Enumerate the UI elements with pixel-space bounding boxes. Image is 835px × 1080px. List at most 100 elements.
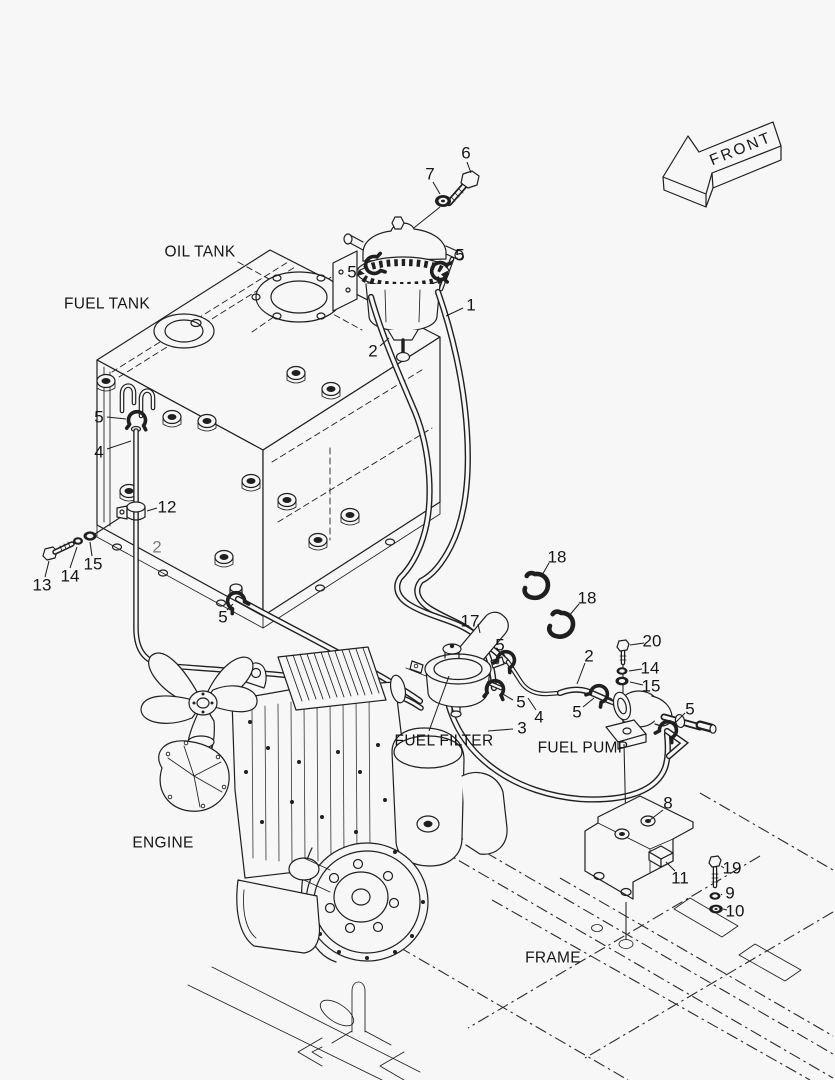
hose-clips bbox=[124, 251, 679, 745]
callout-5: 5 bbox=[347, 263, 356, 282]
callout-leader-2 bbox=[379, 337, 390, 347]
label-oil-tank: OIL TANK bbox=[164, 244, 235, 261]
tank-filler-neck bbox=[153, 313, 215, 349]
callout-leader-17 bbox=[477, 623, 481, 634]
callout-8: 8 bbox=[663, 794, 672, 813]
callout-leader-15 bbox=[629, 681, 644, 686]
callout-2: 2 bbox=[152, 538, 161, 557]
callout-leader-3 bbox=[487, 728, 514, 732]
label-frame: FRAME bbox=[525, 950, 581, 967]
callout-leader-14 bbox=[628, 668, 643, 672]
washer-14-right bbox=[616, 667, 628, 675]
cooling-fan bbox=[140, 652, 258, 767]
snap-clips-18 bbox=[522, 570, 576, 639]
callout-leader-6 bbox=[466, 161, 472, 174]
bracket-art bbox=[584, 795, 723, 914]
washer-14-left bbox=[73, 537, 83, 545]
callout-5: 5 bbox=[516, 693, 525, 712]
callout-5: 5 bbox=[495, 636, 504, 655]
label-fuel-tank: FUEL TANK bbox=[64, 296, 150, 313]
timing-cover bbox=[158, 740, 230, 812]
tank-j-pipes bbox=[119, 383, 156, 419]
pad-11 bbox=[648, 845, 674, 868]
tube-4-bent bbox=[505, 659, 563, 697]
hose-2 bbox=[367, 293, 510, 665]
fuel-pump-art bbox=[603, 639, 717, 949]
callout-19: 19 bbox=[723, 859, 742, 878]
bolt-13 bbox=[42, 541, 75, 561]
callout-6: 6 bbox=[461, 144, 470, 163]
bolt-6 bbox=[445, 170, 480, 207]
callout-leader-12 bbox=[146, 507, 158, 512]
callout-15: 15 bbox=[642, 677, 661, 696]
callout-9: 9 bbox=[725, 884, 734, 903]
left-fasteners-art bbox=[42, 512, 128, 561]
callout-5: 5 bbox=[572, 703, 581, 722]
callout-leader-4 bbox=[527, 697, 537, 711]
callout-leader-15 bbox=[89, 541, 93, 557]
hose-2-end bbox=[556, 686, 614, 705]
callout-5: 5 bbox=[218, 608, 227, 627]
callout-12: 12 bbox=[158, 498, 177, 517]
callout-leader-18 bbox=[540, 562, 550, 578]
callout-5: 5 bbox=[94, 408, 103, 427]
callout-leader-5 bbox=[673, 712, 686, 725]
front-direction-arrow bbox=[662, 121, 782, 208]
callout-13: 13 bbox=[33, 576, 52, 595]
callout-leader-5 bbox=[582, 697, 595, 708]
label-fuel-filter: FUEL FILTER bbox=[395, 733, 494, 750]
callout-17: 17 bbox=[461, 612, 480, 631]
callout-4: 4 bbox=[534, 708, 543, 727]
callout-2: 2 bbox=[584, 647, 593, 666]
washer-15-right bbox=[615, 676, 629, 686]
callout-10: 10 bbox=[726, 902, 745, 921]
callout-leader-5 bbox=[501, 651, 506, 657]
callout-leader-1 bbox=[445, 307, 464, 317]
muffler bbox=[391, 727, 465, 867]
callout-4: 4 bbox=[94, 443, 103, 462]
flywheel bbox=[301, 842, 429, 963]
callout-7: 7 bbox=[425, 165, 434, 184]
fuel-filter-art bbox=[405, 643, 505, 718]
callout-20: 20 bbox=[643, 632, 662, 651]
callout-1: 1 bbox=[466, 296, 475, 315]
engine-art bbox=[140, 646, 508, 963]
label-leader-fuel-filter bbox=[428, 675, 450, 732]
callout-leader-10 bbox=[722, 908, 728, 911]
frame-art bbox=[187, 792, 834, 1080]
callout-leader-20 bbox=[629, 642, 645, 646]
callout-5: 5 bbox=[455, 246, 464, 265]
callout-leader-5 bbox=[445, 259, 454, 269]
callout-leader-9 bbox=[720, 893, 723, 896]
callout-leader-13 bbox=[44, 560, 50, 578]
callout-leader-5 bbox=[226, 603, 234, 611]
water-separator-art bbox=[332, 170, 480, 363]
callout-leader-2 bbox=[576, 662, 586, 685]
callout-14: 14 bbox=[61, 567, 80, 586]
clamp-12 bbox=[116, 501, 146, 521]
callout-leader-5 bbox=[359, 266, 368, 271]
callout-14: 14 bbox=[641, 659, 660, 678]
washer-10 bbox=[709, 904, 723, 914]
callout-leader-5 bbox=[500, 692, 514, 701]
callout-15: 15 bbox=[84, 555, 103, 574]
label-fuel-pump: FUEL PUMP bbox=[538, 740, 629, 757]
callout-2: 2 bbox=[368, 342, 377, 361]
callout-leader-5 bbox=[106, 416, 127, 420]
bolt-19 bbox=[708, 855, 722, 889]
callout-leader-19 bbox=[720, 865, 725, 869]
callout-leader-11 bbox=[665, 861, 676, 872]
washer-15-left bbox=[83, 531, 97, 541]
bolt-20 bbox=[616, 639, 630, 666]
washer-9 bbox=[709, 892, 721, 900]
callout-leader-18 bbox=[567, 603, 580, 618]
callout-18: 18 bbox=[548, 548, 567, 567]
callout-leader-4 bbox=[106, 440, 132, 450]
callout-5: 5 bbox=[685, 700, 694, 719]
washer-7 bbox=[435, 195, 451, 207]
callout-11: 11 bbox=[671, 869, 689, 888]
callout-3: 3 bbox=[517, 719, 526, 738]
